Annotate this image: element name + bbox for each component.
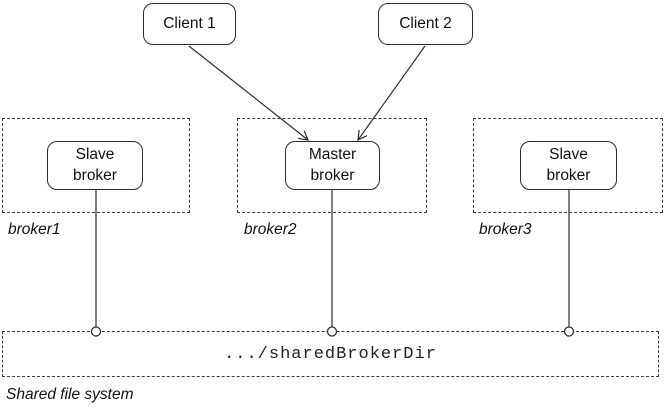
shared-file-system-caption: Shared file system — [6, 386, 134, 403]
arrow-client1-to-master — [188, 45, 308, 140]
client2-box: Client 2 — [378, 3, 473, 45]
broker2-label: broker2 — [244, 221, 297, 238]
slave-broker3-box: Slave broker — [520, 141, 617, 190]
broker3-group-box — [473, 118, 663, 213]
master-broker-box: Master broker — [285, 141, 380, 190]
broker1-label: broker1 — [8, 221, 61, 238]
client1-box: Client 1 — [143, 3, 236, 45]
attach-circle-slave1 — [90, 326, 102, 337]
shared-dir-path: .../sharedBrokerDir — [224, 344, 437, 364]
slave-broker1-box: Slave broker — [47, 141, 143, 190]
attach-circle-slave2 — [563, 326, 575, 337]
arrow-client2-to-master — [358, 45, 426, 140]
broker3-label: broker3 — [479, 221, 532, 238]
attach-circle-master — [326, 326, 338, 337]
